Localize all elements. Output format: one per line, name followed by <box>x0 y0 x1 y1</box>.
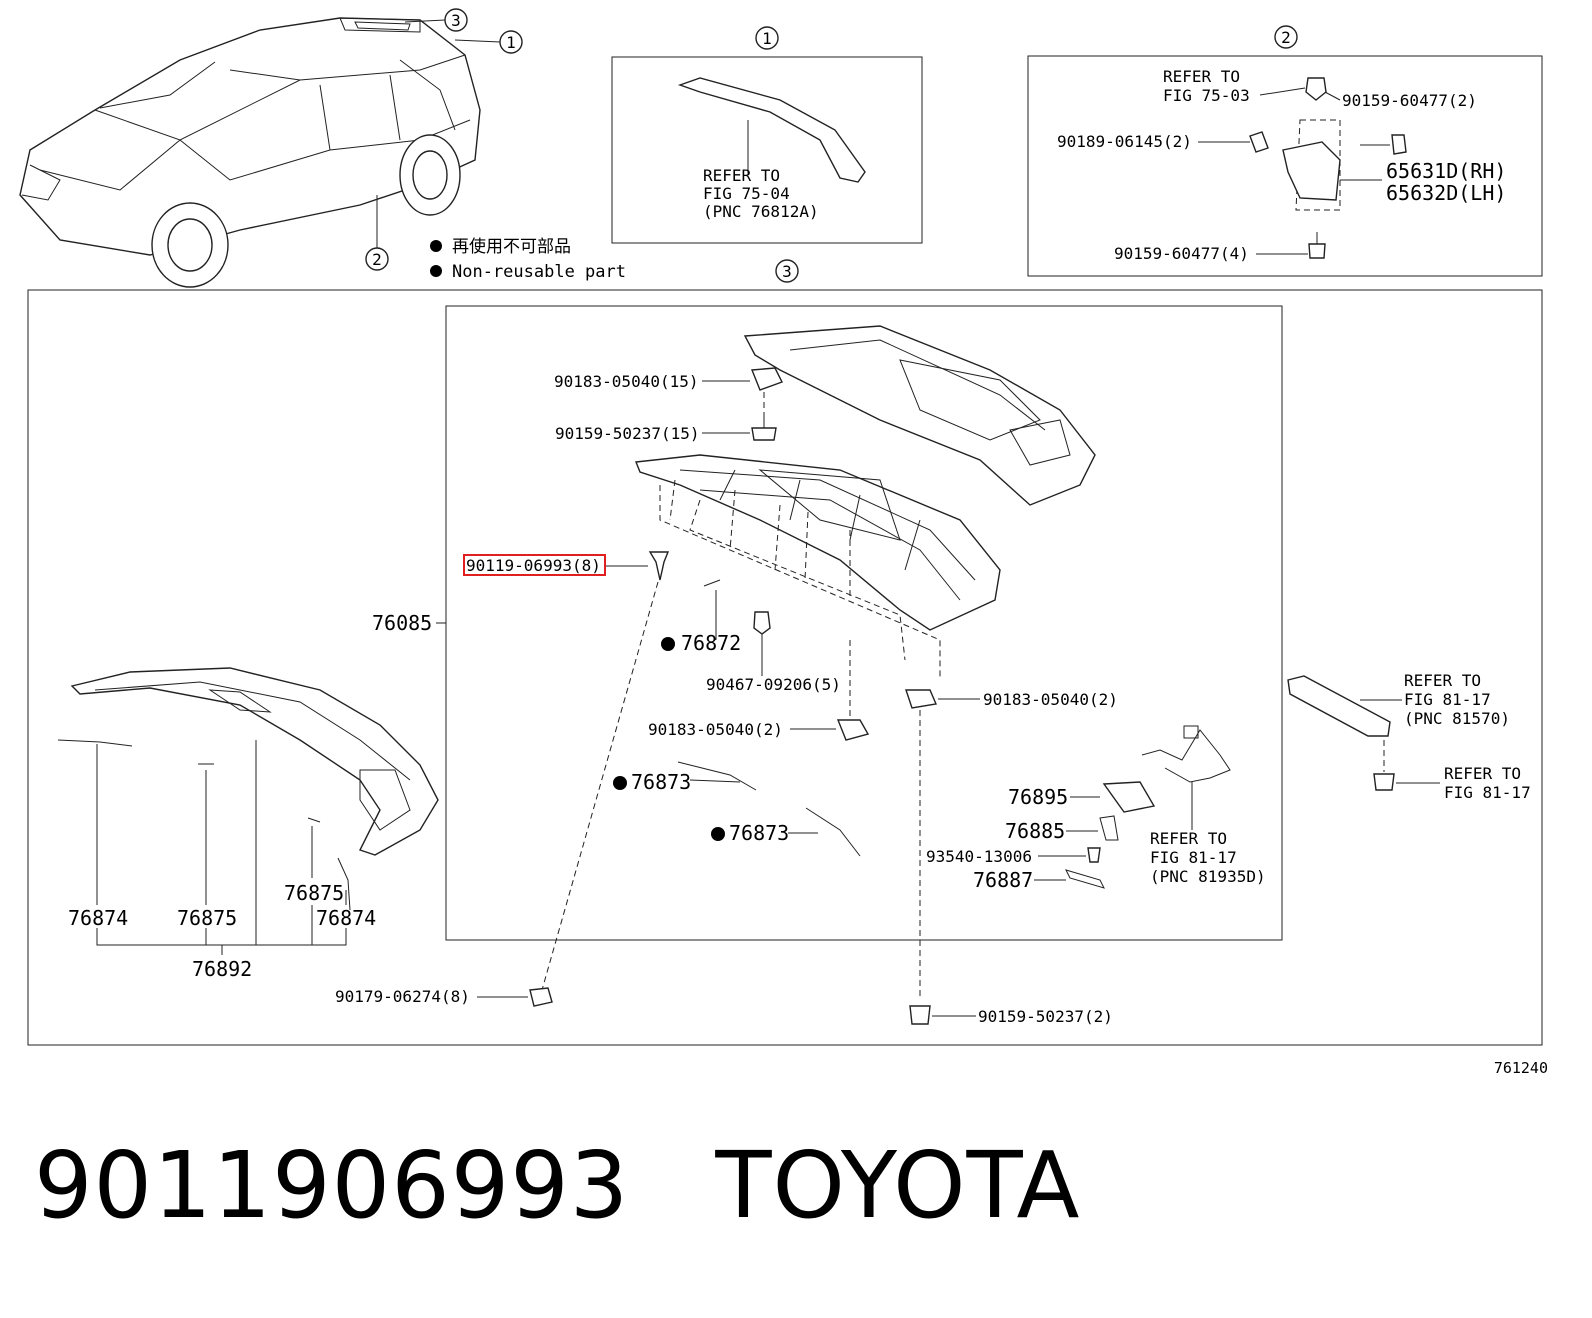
lamp-icon <box>1102 781 1156 813</box>
ref-b3: (PNC 81935D) <box>1150 867 1266 886</box>
vehicle-overview <box>19 17 481 288</box>
ref-r1: REFER TO <box>1404 671 1481 690</box>
main-frame <box>27 289 1543 1046</box>
label-76873a: 76873 <box>631 770 691 794</box>
label-76885: 76885 <box>1005 819 1065 843</box>
callout-3-top: 3 <box>451 11 461 30</box>
box2-p1: 90159-60477(2) <box>1342 91 1477 110</box>
bolt-icon <box>751 427 777 441</box>
label-76085: 76085 <box>372 611 432 635</box>
highlighted-part-label[interactable]: 90119-06993(8) <box>463 554 606 576</box>
ref-r3: (PNC 81570) <box>1404 709 1510 728</box>
ref-s1: REFER TO <box>1444 764 1521 783</box>
ref-r2: FIG 81-17 <box>1404 690 1491 709</box>
brand-name: TOYOTA <box>715 1132 1081 1239</box>
box2-p5: 90159-60477(4) <box>1114 244 1249 263</box>
label-90183-15: 90183-05040(15) <box>554 372 699 391</box>
box1-refer-2: FIG 75-04 <box>703 184 790 203</box>
ref-b1: REFER TO <box>1150 829 1227 848</box>
fastener-icon <box>753 611 771 635</box>
callout-1-box: 1 <box>762 29 772 48</box>
box2-p2: 90189-06145(2) <box>1057 132 1192 151</box>
label-76887: 76887 <box>973 868 1033 892</box>
box1-refer-1: REFER TO <box>703 166 780 185</box>
nut-icon-2a <box>836 719 870 741</box>
label-90159-15: 90159-50237(15) <box>555 424 700 443</box>
label-90183-2a: 90183-05040(2) <box>648 720 783 739</box>
clip-icon-right <box>1373 773 1395 791</box>
bracket-icon <box>1282 141 1341 201</box>
label-90467: 90467-09206(5) <box>706 675 841 694</box>
side-rail-icon <box>1287 675 1391 737</box>
roof-frame <box>635 454 1001 631</box>
legend: 再使用不可部品 Non-reusable part <box>430 236 626 282</box>
nut-icon-2b <box>905 689 937 709</box>
box2-refer-2: FIG 75-03 <box>1163 86 1250 105</box>
clip-icon <box>1305 77 1327 101</box>
ref-b2: FIG 81-17 <box>1150 848 1237 867</box>
legend-jp: 再使用不可部品 <box>452 236 571 257</box>
clip-icon-highlight <box>648 551 670 581</box>
label-76874b: 76874 <box>316 906 376 930</box>
label-76892: 76892 <box>192 957 252 981</box>
figure-number: 761240 <box>1494 1059 1548 1077</box>
box2-p3: 65631D(RH) <box>1386 159 1506 183</box>
callout-2-car: 2 <box>372 250 382 269</box>
bolt-icon-bottom <box>909 1005 931 1025</box>
label-76875a: 76875 <box>177 906 237 930</box>
part-number: 9011906993 <box>34 1132 630 1239</box>
label-90179: 90179-06274(8) <box>335 987 470 1006</box>
callout-markers-car: 3 1 2 <box>365 8 523 271</box>
clip-icon-bottom <box>529 987 553 1007</box>
legend-en: Non-reusable part <box>452 262 626 282</box>
label-76874a: 76874 <box>68 906 128 930</box>
callout-1-top: 1 <box>506 33 516 52</box>
box-1: 1 REFER TO FIG 75-04 (PNC 76812A) <box>611 26 923 244</box>
label-90119-highlight: 90119-06993(8) <box>466 556 601 575</box>
box2-p4: 65632D(LH) <box>1386 181 1506 205</box>
headliner <box>70 667 439 856</box>
nut-icon <box>750 367 783 391</box>
label-90183-2b: 90183-05040(2) <box>983 690 1118 709</box>
callout-3-main: 3 <box>782 262 792 281</box>
box1-refer-3: (PNC 76812A) <box>703 202 819 221</box>
label-90159-2: 90159-50237(2) <box>978 1007 1113 1026</box>
label-93540: 93540-13006 <box>926 847 1032 866</box>
ref-s2: FIG 81-17 <box>1444 783 1531 802</box>
label-76875b: 76875 <box>284 881 344 905</box>
box2-refer-1: REFER TO <box>1163 67 1240 86</box>
roof-panel <box>743 325 1096 506</box>
box-2: 2 REFER TO FIG 75-03 90159-60477(2) 9018… <box>1027 25 1543 277</box>
callout-2-box: 2 <box>1281 28 1291 47</box>
label-76872: 76872 <box>681 631 741 655</box>
label-76895: 76895 <box>1008 785 1068 809</box>
label-76873b: 76873 <box>729 821 789 845</box>
